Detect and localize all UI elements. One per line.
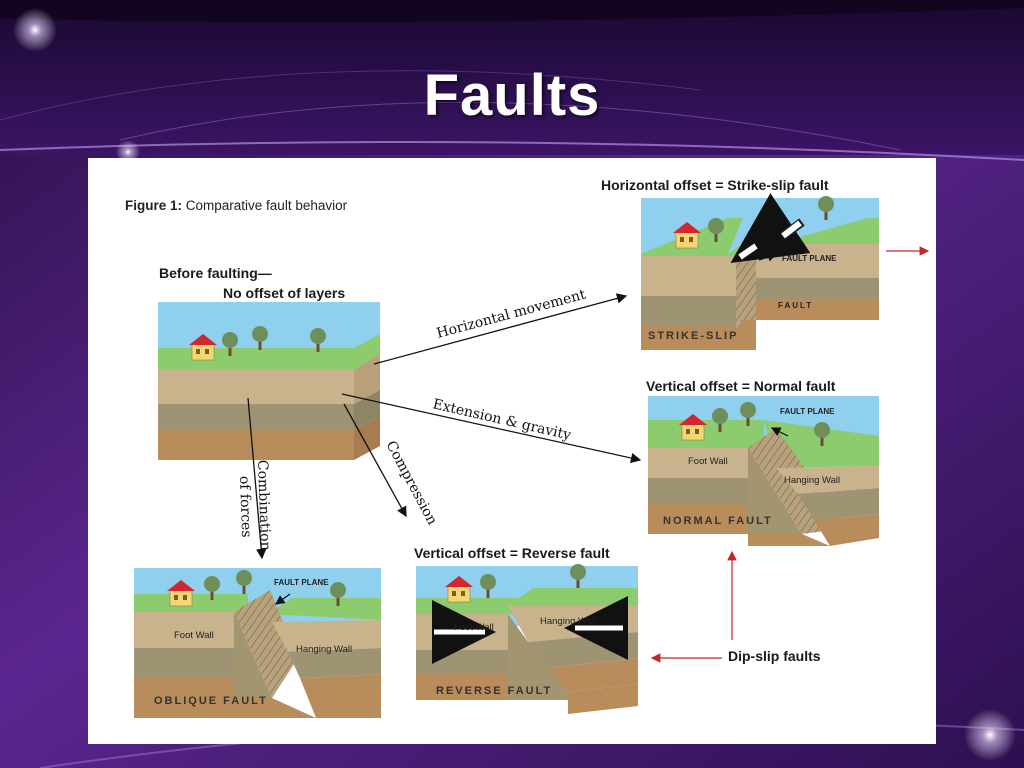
strike-slip-caption: Strike-slip <box>648 330 738 342</box>
normal-foot-wall-label: Foot Wall <box>688 456 728 467</box>
oblique-hanging-wall-label: Hanging Wall <box>296 644 352 655</box>
fault-figure: Figure 1: Comparative fault behavior Bef… <box>125 177 930 718</box>
normal-hanging-wall-label: Hanging Wall <box>784 475 840 486</box>
arrow-combination <box>247 397 267 560</box>
oblique-fault-block <box>134 568 381 718</box>
reverse-foot-wall-label: Foot Wall <box>454 622 494 633</box>
dip-slip-label: Dip-slip faults <box>728 648 821 664</box>
arrow-extension-gravity <box>341 393 642 464</box>
strike-slip-block <box>641 193 879 350</box>
before-heading-line2: No offset of layers <box>223 285 345 301</box>
strike-fault-plane-label: Fault plane <box>782 254 837 263</box>
label-compression: Compression <box>382 438 440 527</box>
arrow-horizontal-movement <box>373 293 628 365</box>
normal-fault-caption: Normal Fault <box>663 515 773 527</box>
before-heading-line1: Before faulting— <box>159 265 272 281</box>
oblique-fault-caption: Oblique Fault <box>154 695 268 707</box>
figure-caption: Figure 1: Comparative fault behavior <box>125 198 348 213</box>
normal-fault-block <box>648 396 879 546</box>
before-faulting-block <box>158 302 380 460</box>
label-combination-line1: Combination <box>254 460 273 551</box>
strike-slip-heading: Horizontal offset = Strike-slip fault <box>601 177 829 193</box>
label-extension-gravity: Extension & gravity <box>431 396 572 443</box>
reverse-fault-caption: Reverse Fault <box>436 685 552 697</box>
strike-fault-label: Fault <box>778 301 813 310</box>
reverse-fault-heading: Vertical offset = Reverse fault <box>414 545 610 561</box>
label-combination-line2: of forces <box>236 476 254 538</box>
label-horizontal-movement: Horizontal movement <box>435 287 588 342</box>
light-flare <box>964 709 1016 761</box>
light-flare <box>13 8 57 52</box>
arrow-compression <box>343 403 407 518</box>
normal-fault-heading: Vertical offset = Normal fault <box>646 378 836 394</box>
reverse-hanging-wall-label: Hanging Wall <box>540 616 596 627</box>
oblique-foot-wall-label: Foot Wall <box>174 630 214 641</box>
reverse-fault-block <box>416 564 638 714</box>
figure-panel: Figure 1: Comparative fault behavior Bef… <box>88 158 936 744</box>
oblique-fault-plane-label: Fault plane <box>274 578 329 587</box>
slide-title: Faults <box>423 63 601 128</box>
normal-fault-plane-label: Fault plane <box>780 407 835 416</box>
